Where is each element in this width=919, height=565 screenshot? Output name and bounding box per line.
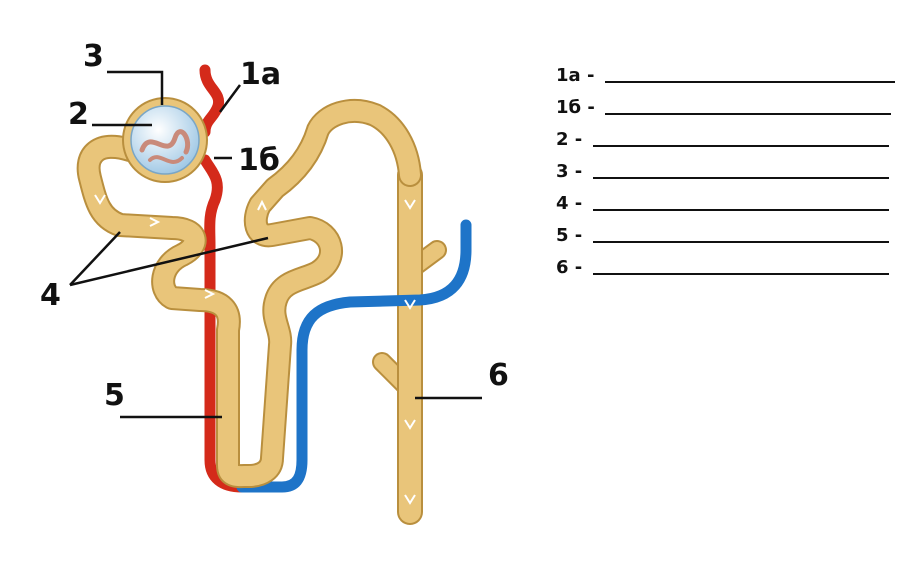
answer-row-5: 5 - bbox=[556, 222, 889, 246]
label-2: 2 bbox=[68, 97, 89, 132]
answer-label: 1б - bbox=[556, 98, 601, 118]
label-6: 6 bbox=[488, 358, 509, 393]
answer-blank[interactable] bbox=[593, 241, 889, 243]
answer-label: 4 - bbox=[556, 194, 589, 214]
answer-blank[interactable] bbox=[593, 209, 889, 211]
answer-row-3: 3 - bbox=[556, 158, 889, 182]
label-3: 3 bbox=[83, 39, 104, 74]
answer-row-1a: 1a - bbox=[556, 62, 895, 86]
label-1b: 1б bbox=[238, 143, 280, 178]
answer-blank[interactable] bbox=[605, 81, 895, 83]
answer-blank[interactable] bbox=[593, 177, 889, 179]
label-4: 4 bbox=[40, 278, 61, 313]
answer-blank[interactable] bbox=[593, 145, 889, 147]
answer-row-1b: 1б - bbox=[556, 94, 891, 118]
answer-row-2: 2 - bbox=[556, 126, 889, 150]
answer-blank[interactable] bbox=[593, 273, 889, 275]
label-1a: 1a bbox=[240, 57, 281, 92]
answer-row-4: 4 - bbox=[556, 190, 889, 214]
answer-label: 3 - bbox=[556, 162, 589, 182]
answer-label: 5 - bbox=[556, 226, 589, 246]
answer-blank[interactable] bbox=[605, 113, 891, 115]
answer-label: 2 - bbox=[556, 130, 589, 150]
answer-label: 6 - bbox=[556, 258, 589, 278]
leader-4a bbox=[70, 232, 120, 285]
answer-label: 1a - bbox=[556, 66, 601, 86]
answer-row-6: 6 - bbox=[556, 254, 889, 278]
glomerulus bbox=[131, 106, 199, 174]
collecting-duct bbox=[382, 175, 437, 512]
label-5: 5 bbox=[104, 378, 125, 413]
